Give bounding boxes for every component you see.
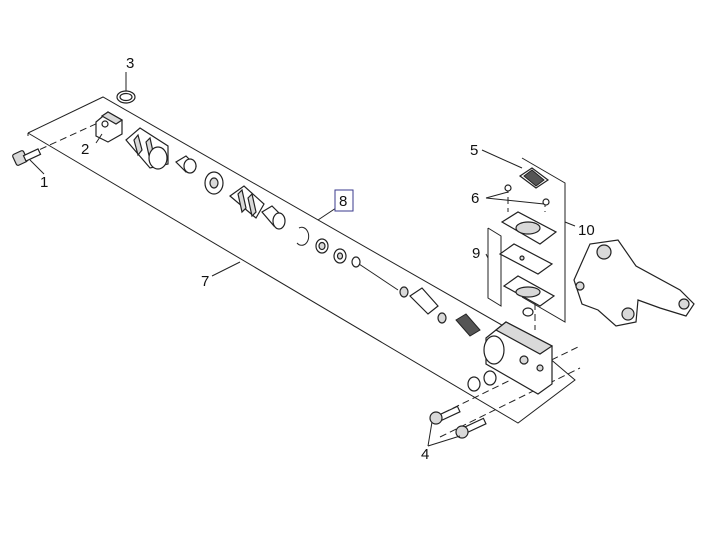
cover-screw-right [542, 198, 550, 206]
callout-1: 1 [40, 174, 48, 191]
seal-frame-9 [487, 227, 502, 307]
pushrod-part [351, 256, 399, 291]
clevis-part [95, 111, 124, 143]
rod-washer-part [333, 248, 347, 264]
bolt-part [12, 148, 42, 166]
mounting-bolt-upper [429, 405, 461, 425]
circlip-part [296, 226, 310, 246]
master-cylinder-body [483, 321, 554, 395]
callout-9: 9 [472, 245, 480, 262]
body-seal-part [467, 370, 497, 392]
o-ring-part [116, 90, 136, 104]
spring-boot-part [229, 185, 265, 219]
leader-lines [29, 72, 576, 447]
cover-plate-part [498, 243, 554, 275]
callout-8: 8 [339, 193, 347, 210]
sleeve-part [261, 205, 286, 230]
spring-part [455, 313, 481, 337]
callout-10: 10 [578, 222, 595, 239]
reservoir-grommet-part [522, 307, 534, 317]
diaphragm-part [502, 275, 556, 307]
boot-part [125, 127, 169, 170]
callout-8-highlight-box [334, 189, 354, 212]
callout-7: 7 [201, 273, 209, 290]
cover-screw-left [504, 184, 512, 192]
callout-6: 6 [471, 190, 479, 207]
mounting-bolt-lower [455, 417, 487, 439]
reservoir-frame-10 [521, 157, 566, 323]
bushing-part [175, 155, 197, 174]
callout-2: 2 [81, 141, 89, 158]
callout-4: 4 [421, 446, 429, 463]
callout-3: 3 [126, 55, 134, 72]
callout-5: 5 [470, 142, 478, 159]
center-lines [29, 121, 581, 438]
mounting-bracket-part [573, 239, 695, 327]
washer-part [204, 171, 224, 195]
rod-nut-part [315, 238, 329, 254]
reservoir-cover-part [500, 211, 558, 245]
callout-labels: 1 2 3 4 5 6 7 8 9 10 [40, 55, 595, 463]
piston-part [399, 286, 447, 324]
reservoir-boot-part [518, 167, 550, 189]
